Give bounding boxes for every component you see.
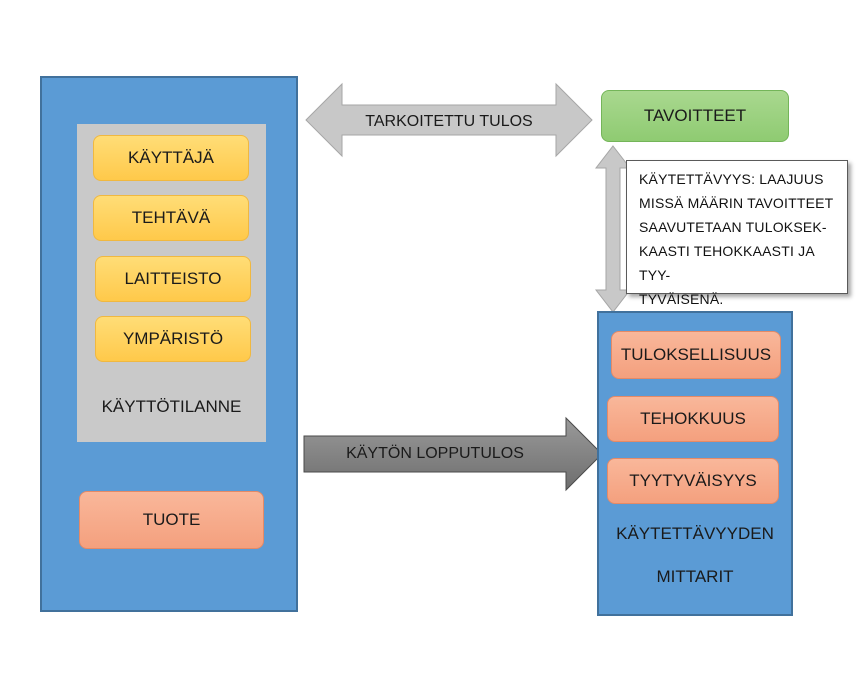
measure-satisfaction: TYYTYVÄISYYS (607, 458, 779, 504)
measures-label-line-1: KÄYTETTÄVYYDEN (616, 524, 774, 543)
context-item-hardware: LAITTEISTO (95, 256, 251, 302)
usage-result-arrow (303, 416, 603, 492)
definition-line-4: KAASTI TEHOKKAASTI JA TYY- (639, 243, 815, 283)
usability-definition-note: KÄYTETTÄVYYS: LAAJUUS MISSÄ MÄÄRIN TAVOI… (626, 160, 848, 307)
measures-label-line-2: MITTARIT (656, 567, 734, 586)
product-box: TUOTE (79, 491, 264, 549)
definition-line-1: KÄYTETTÄVYYS: LAAJUUS (639, 171, 824, 187)
intended-result-arrow (305, 82, 593, 158)
context-item-task: TEHTÄVÄ (93, 195, 249, 241)
context-label: KÄYTTÖTILANNE (101, 397, 242, 416)
context-item-environment: YMPÄRISTÖ (95, 316, 251, 362)
definition-line-5: TYVÄISENÄ. (639, 291, 724, 307)
measure-efficiency: TEHOKKUUS (607, 396, 779, 442)
goals-box: TAVOITTEET (601, 90, 789, 142)
definition-line-3: SAAVUTETAAN TULOKSEK- (639, 219, 827, 235)
usability-vertical-arrow (594, 145, 632, 313)
measure-effectiveness: TULOKSELLISUUS (611, 331, 781, 379)
context-item-user: KÄYTTÄJÄ (93, 135, 249, 181)
definition-line-2: MISSÄ MÄÄRIN TAVOITTEET (639, 195, 834, 211)
